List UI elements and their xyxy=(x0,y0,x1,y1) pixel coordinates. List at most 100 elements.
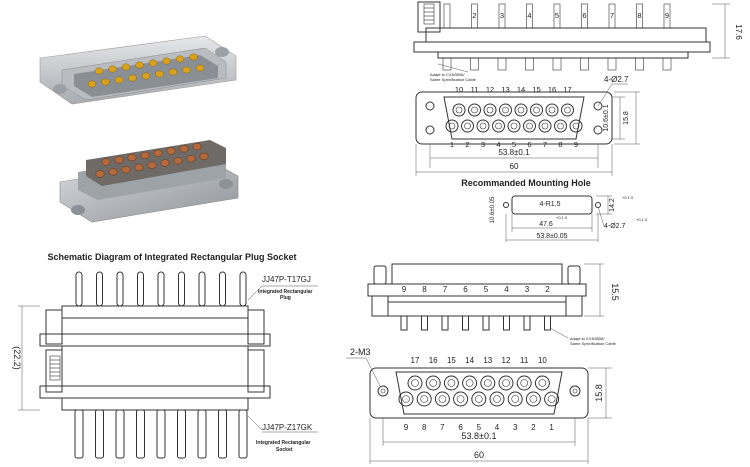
bottom-view-contact-core xyxy=(411,379,419,387)
bottom-view-contact-core xyxy=(520,379,529,387)
side-view-pin xyxy=(544,315,551,331)
side-view-height-dim: 15.5 xyxy=(610,283,620,301)
schematic-plug-pin xyxy=(75,271,83,307)
side-view-pin xyxy=(462,315,469,331)
mounting-h-tolerance: +0.1 0 xyxy=(622,195,634,200)
side-view-pin-label: 8 xyxy=(422,285,427,294)
front-view-contact xyxy=(499,103,512,117)
front-view-bottom-label: 3 xyxy=(481,140,485,149)
top-view-pin xyxy=(553,3,561,29)
copper-contact xyxy=(134,163,144,172)
front-view-contact xyxy=(523,119,536,133)
gold-pin xyxy=(141,72,151,80)
front-view-bottom-label: 9 xyxy=(574,140,578,149)
front-view-contact xyxy=(452,103,466,117)
bottom-view-contact-core xyxy=(465,379,474,387)
bottom-view-outer-height: 15.8 xyxy=(594,384,604,402)
bottom-view-bottom-label: 7 xyxy=(440,423,445,432)
top-view-pin-tail xyxy=(470,57,479,71)
front-view-contact-core xyxy=(479,122,487,130)
top-view-pins xyxy=(442,3,672,71)
schematic-drawing: (22.2) JJ47P-T17GJ Integrated Rectangula… xyxy=(12,271,318,459)
front-view-bottom-label: 6 xyxy=(527,140,531,149)
front-view-contact-core xyxy=(572,122,580,130)
schematic-socket-pin xyxy=(115,409,125,459)
copper-contact xyxy=(114,156,124,164)
top-view-pin xyxy=(526,3,533,29)
side-view-pin xyxy=(482,315,490,331)
front-view-contact-core xyxy=(486,106,494,114)
front-view-contact xyxy=(530,103,543,117)
top-view-pin xyxy=(636,3,643,29)
bottom-view-contact xyxy=(489,391,505,407)
gold-pin xyxy=(162,57,171,65)
top-view-pin-tail xyxy=(635,57,644,71)
mounting-span-dim: 53.8±0.05 xyxy=(536,233,567,240)
schematic-socket-pin xyxy=(95,409,104,459)
schematic-heading: Schematic Diagram of Integrated Rectangu… xyxy=(47,252,296,262)
schematic-plug-pin xyxy=(178,271,185,307)
front-view-contact-core xyxy=(533,106,540,114)
bottom-view-contact-core xyxy=(447,379,456,387)
top-view-pin-label: 3 xyxy=(500,11,504,20)
front-view-inner-height: 10.6±0.1 xyxy=(603,104,610,131)
bottom-view-contact-core xyxy=(502,379,510,387)
gold-pin xyxy=(108,65,117,73)
schematic-socket-pin xyxy=(156,409,166,459)
copper-contact xyxy=(101,158,111,166)
copper-contact xyxy=(199,152,209,161)
bottom-view-contact xyxy=(544,391,560,407)
bottom-view-width-dim: 53.8±0.1 xyxy=(462,431,497,441)
side-view-pin-label: 4 xyxy=(504,285,509,294)
side-view-pin-label: 5 xyxy=(484,285,489,294)
top-view-pin-tail xyxy=(525,57,534,71)
bottom-view-bottom-label: 6 xyxy=(458,423,463,432)
front-view-total-dim: 60 xyxy=(510,162,519,171)
gold-pin xyxy=(87,80,97,88)
front-view-contact-core xyxy=(495,122,502,130)
front-view-contact xyxy=(569,119,583,133)
top-view-pin-label: 2 xyxy=(472,11,476,20)
front-view-contact xyxy=(514,103,528,117)
bottom-view-contact xyxy=(507,391,523,407)
top-view-pin-tail xyxy=(497,57,507,71)
bottom-view-bottom-label: 8 xyxy=(422,423,427,432)
front-view-top-label: 11 xyxy=(471,85,479,94)
front-view-contact xyxy=(461,119,474,133)
bottom-view-contact xyxy=(425,375,441,391)
copper-contact xyxy=(95,170,105,178)
mounting-hole-label: 4-Ø2.7 xyxy=(604,223,626,230)
gold-pin xyxy=(155,70,164,78)
top-view-pin xyxy=(608,3,616,29)
plug-description-1: Integrated Rectangular xyxy=(258,289,313,295)
copper-contact xyxy=(166,147,176,155)
bottom-view-contact-core xyxy=(438,395,447,403)
side-view-cable-note-2: Same Specification Cable xyxy=(570,341,617,346)
gold-pin-grid xyxy=(87,53,205,88)
socket-description-2: Socket xyxy=(276,447,293,453)
front-view-contact-core xyxy=(564,106,571,114)
bottom-view-contact xyxy=(525,391,541,407)
gold-pin xyxy=(94,67,104,75)
schematic-bottom-pins xyxy=(74,409,248,459)
bottom-view-total-dim: 60 xyxy=(474,450,484,460)
bottom-view-contact xyxy=(480,375,496,391)
bottom-view-contact xyxy=(416,391,432,407)
bottom-view-contact xyxy=(516,375,532,391)
schematic-socket-pin xyxy=(136,409,145,459)
bottom-view-contact xyxy=(471,391,487,407)
front-view-contact-core xyxy=(455,106,463,114)
copper-contact xyxy=(153,149,163,157)
front-view-contact xyxy=(507,119,521,133)
schematic-socket-pin xyxy=(218,409,227,459)
top-view-pin-label: 8 xyxy=(637,11,641,20)
plug-description-2: Plug xyxy=(280,295,291,301)
bottom-view-contact xyxy=(443,375,459,391)
copper-contact xyxy=(147,161,157,169)
top-view-pin xyxy=(443,3,451,29)
front-view-contact-core xyxy=(548,106,556,114)
side-view-pin-label: 9 xyxy=(402,285,407,294)
